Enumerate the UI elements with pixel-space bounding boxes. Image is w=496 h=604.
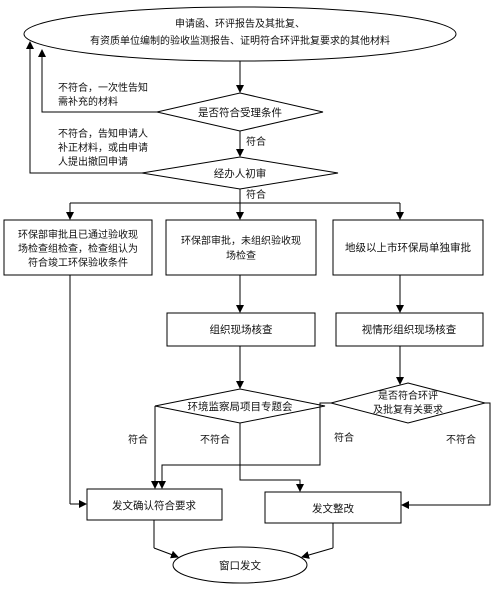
right-decision-line1: 是否符合环评 [378, 389, 438, 402]
org-check-right-text: 视情形组织现场核查 [362, 323, 457, 336]
accept-decision-text: 是否符合受理条件 [198, 106, 282, 119]
rectify-box [264, 491, 402, 524]
pass-label-accept: 符合 [246, 135, 266, 148]
start-text-line1: 申请函、环评报告及其批复、 [175, 17, 305, 30]
org-check-text: 组织现场核查 [210, 323, 273, 336]
bureau-pass-label: 符合 [128, 433, 148, 446]
pass-label-review: 符合 [246, 188, 266, 201]
confirm-text: 发文确认符合要求 [112, 499, 196, 512]
arrow-right-fail [401, 402, 491, 509]
mid-case-line2: 场检查 [226, 249, 256, 262]
mid-case-box [165, 219, 317, 276]
bureau-fail-label: 不符合 [200, 433, 230, 446]
reject-correction-line3: 人提出撤回申请 [58, 155, 128, 168]
left-case-box [3, 219, 153, 276]
end-text: 窗口发文 [219, 559, 261, 572]
reject-supplement-line2: 需补充的材料 [58, 95, 118, 108]
org-check-right-box [335, 312, 484, 347]
left-case-line2: 场检查组检查，检查组认为 [18, 242, 138, 255]
arrow-bureau-fail [239, 423, 304, 492]
mid-case-line1: 环保部审批，未组织验收现 [181, 234, 301, 247]
arrow-right-pass [158, 402, 331, 489]
arrow-reject-correction [26, 41, 142, 174]
start-text-line2: 有资质单位编制的验收监测报告、证明符合环评批复要求的其他材料 [90, 34, 390, 47]
reject-supplement-line1: 不符合，一次性告知 [58, 81, 148, 94]
end-ellipse [172, 546, 308, 584]
start-ellipse [23, 6, 457, 62]
right-case-text: 地级以上市环保局单独审批 [345, 241, 471, 254]
reject-correction-line2: 补正材料，或由申请 [58, 141, 148, 154]
right-case-box [332, 219, 484, 276]
review-text: 经办人初审 [214, 167, 267, 180]
right-decision-diamond [329, 382, 487, 424]
arrow-rectify-to-end [301, 547, 334, 559]
arrow-reject-supplement [38, 49, 157, 113]
rectify-text: 发文整改 [312, 502, 354, 515]
left-case-line3: 符合竣工环保验收条件 [28, 256, 128, 269]
arrow-confirm-to-end [153, 547, 179, 559]
org-check-box [166, 312, 316, 347]
right-pass-label: 符合 [334, 431, 354, 444]
confirm-box [86, 488, 223, 521]
right-decision-line2: 及批复有关要求 [373, 403, 443, 416]
left-case-line1: 环保部审批且已通过验收现 [18, 228, 138, 241]
bureau-decision-text: 环境监察局项目专题会 [188, 400, 293, 413]
reject-correction-line1: 不符合，告知申请人 [58, 127, 148, 140]
right-fail-label: 不符合 [446, 433, 476, 446]
